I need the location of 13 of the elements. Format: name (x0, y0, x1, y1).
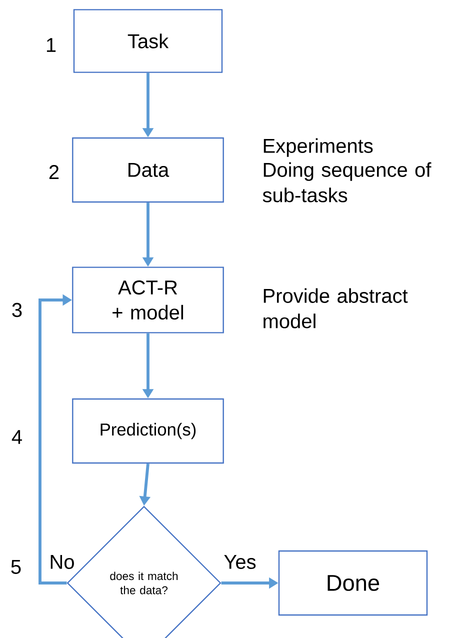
side-note: Provide abstract model (264, 288, 408, 328)
side-note: Experiments (264, 138, 373, 157)
step-number: 1 (46, 38, 56, 52)
process-box: Data (72, 137, 224, 203)
process-box: ACT-R + model (72, 266, 224, 334)
process-box: Done (278, 550, 428, 616)
process-box: Prediction(s) (72, 398, 224, 464)
step-number: 3 (12, 302, 22, 318)
edge-label: Yes (224, 555, 256, 569)
side-note: Doing sequence of sub-tasks (262, 162, 432, 202)
process-box: Task (73, 9, 223, 73)
step-number: 4 (12, 430, 22, 444)
step-number: 5 (11, 560, 21, 574)
